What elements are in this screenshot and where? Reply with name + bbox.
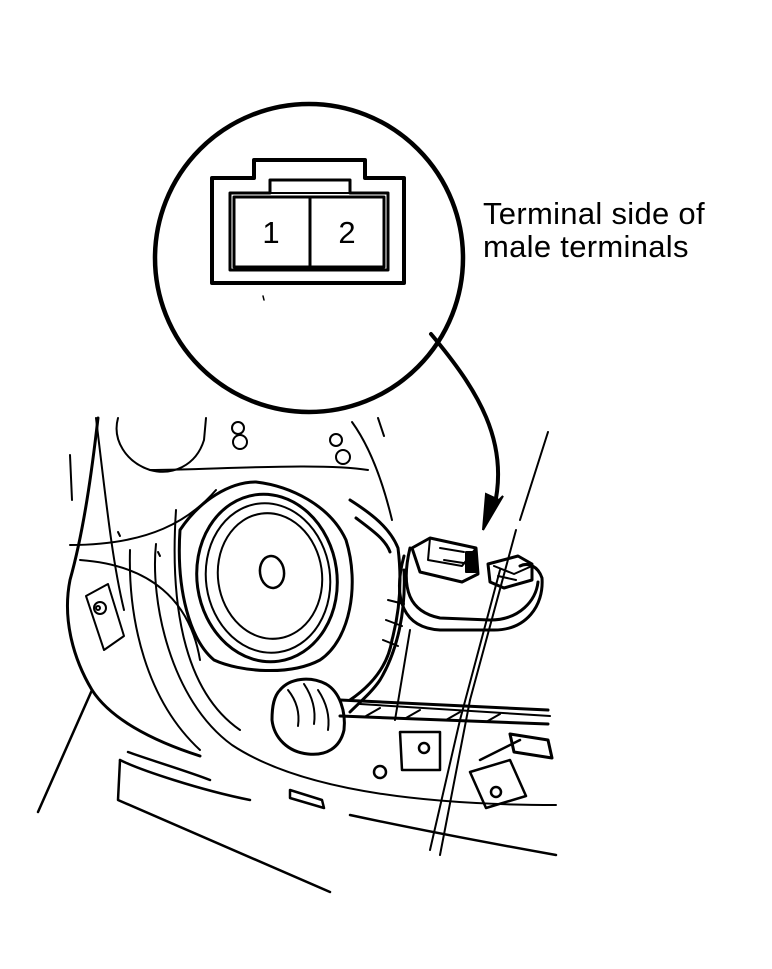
connector-face: 1 2	[210, 158, 406, 301]
leader-arrow	[429, 332, 504, 531]
speaker-connector-pair	[410, 536, 534, 590]
door-speaker	[177, 480, 354, 673]
callout-line-1: Terminal side of	[483, 196, 705, 231]
pin-2-label: 2	[338, 215, 355, 250]
window-channel	[394, 431, 549, 856]
callout-line-2: male terminals	[483, 229, 689, 264]
wire-harness	[270, 498, 554, 760]
lower-door-trim	[116, 730, 558, 894]
pin-1-label: 1	[262, 215, 279, 250]
